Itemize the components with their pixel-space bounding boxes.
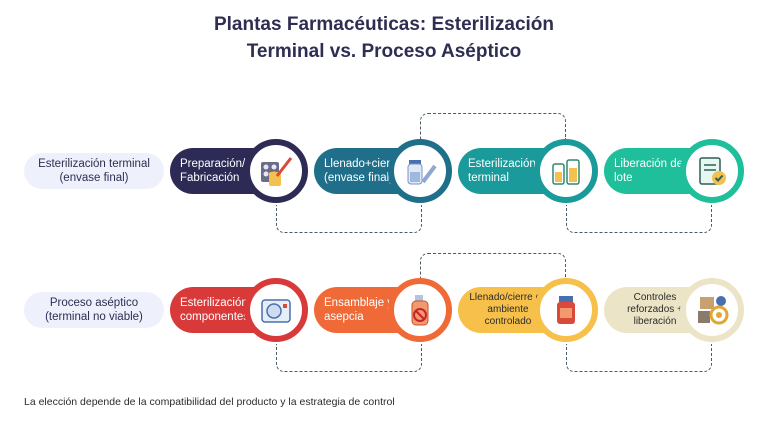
- bottles-icon: [541, 146, 591, 196]
- step-circle-preparacion: [244, 139, 308, 203]
- step-line2: terminal: [468, 172, 509, 184]
- step-line3: liberación: [633, 316, 677, 327]
- spray-no-germs-icon: [395, 285, 445, 335]
- row-label-line2: (envase final): [59, 172, 129, 184]
- step-line2: lote: [614, 172, 633, 184]
- connector-bottom-4: [566, 344, 712, 372]
- step-circle-controles: [680, 278, 744, 342]
- quality-control-icon: [687, 285, 737, 335]
- autoclave-icon: [251, 285, 301, 335]
- row-label-terminal: Esterilización terminal (envase final): [24, 153, 164, 189]
- step-line1: Llenado+cierre: [324, 158, 401, 170]
- vial-syringe-icon: [395, 146, 445, 196]
- step-circle-liberacion: [680, 139, 744, 203]
- step-line3: controlado: [484, 316, 532, 327]
- step-line1: Llenado/cierre en: [469, 292, 547, 303]
- step-line1: Esterilización: [468, 158, 536, 170]
- step-line2: Fabricación: [180, 172, 240, 184]
- step-line2: componentes: [180, 311, 250, 323]
- step-line1: Preparación/: [180, 158, 246, 170]
- connector-bottom-2: [566, 205, 712, 233]
- checklist-icon: [687, 146, 737, 196]
- row-label-line1: Esterilización terminal: [38, 158, 150, 170]
- step-circle-ensamblaje: [388, 278, 452, 342]
- row-label-line2: (terminal no viable): [45, 311, 143, 323]
- step-line1: Controles: [633, 292, 677, 303]
- connector-top-2: [420, 253, 566, 279]
- step-circle-llenado: [388, 139, 452, 203]
- jar-icon: [541, 285, 591, 335]
- connector-bottom-3: [276, 344, 422, 372]
- step-line1: Esterilización: [180, 297, 248, 309]
- footer-note: La elección depende de la compatibilidad…: [24, 396, 395, 408]
- step-line2: reforzados +: [627, 304, 683, 315]
- title-line-1: Plantas Farmacéuticas: Esterilización: [213, 14, 555, 35]
- title-line-2: Terminal vs. Proceso Aséptico: [246, 41, 522, 62]
- row-label-aseptico: Proceso aséptico (terminal no viable): [24, 292, 164, 328]
- step-circle-componentes: [244, 278, 308, 342]
- step-line2: (envase final): [324, 172, 394, 184]
- step-line1: Liberación del: [614, 158, 686, 170]
- row-label-line1: Proceso aséptico: [49, 297, 139, 309]
- step-line2: ambiente: [487, 304, 529, 315]
- pills-syringe-icon: [251, 146, 301, 196]
- step-line1: Ensamblaje y: [324, 297, 394, 309]
- connector-bottom-1: [276, 205, 422, 233]
- step-circle-llenado-controlado: [534, 278, 598, 342]
- step-circle-esterilizacion: [534, 139, 598, 203]
- step-line2: asepcia: [324, 311, 364, 323]
- connector-top-1: [420, 113, 566, 139]
